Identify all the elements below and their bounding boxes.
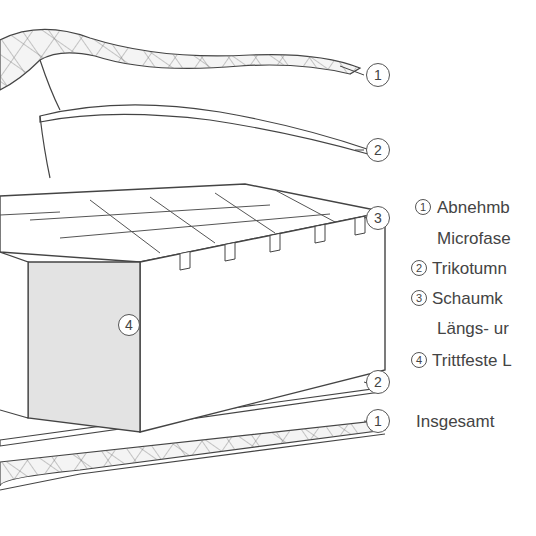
callout-number: 3 bbox=[416, 293, 422, 304]
legend-text: Schaumk bbox=[432, 290, 503, 307]
callout-circle: 3 bbox=[411, 290, 427, 306]
callout-number: 1 bbox=[374, 414, 382, 428]
callout-number: 4 bbox=[416, 355, 422, 366]
callout-circle: 2 bbox=[411, 260, 427, 276]
legend-text: Abnehmb bbox=[437, 199, 510, 216]
callout-number: 2 bbox=[374, 143, 382, 157]
callout-circle: 1 bbox=[415, 199, 431, 215]
legend-text: Microfase bbox=[437, 230, 511, 247]
callout-circle: 1 bbox=[366, 63, 390, 87]
callout-number: 3 bbox=[374, 211, 382, 225]
callout-number: 2 bbox=[374, 375, 382, 389]
callout-circle: 4 bbox=[411, 352, 427, 368]
callout-number: 1 bbox=[420, 202, 426, 213]
callout-circle: 2 bbox=[366, 370, 390, 394]
callout-circle: 2 bbox=[366, 138, 390, 162]
callout-circle: 4 bbox=[118, 314, 140, 336]
callout-circle: 1 bbox=[366, 409, 390, 433]
legend-text: Trikotumn bbox=[432, 260, 507, 277]
legend-text: Längs- ur bbox=[437, 320, 509, 337]
callout-circle: 3 bbox=[366, 206, 390, 230]
legend-text: Insgesamt bbox=[416, 413, 494, 430]
callout-number: 4 bbox=[125, 318, 133, 332]
callout-number: 1 bbox=[374, 68, 382, 82]
legend-text: Trittfeste L bbox=[432, 352, 512, 369]
callout-number: 2 bbox=[416, 263, 422, 274]
